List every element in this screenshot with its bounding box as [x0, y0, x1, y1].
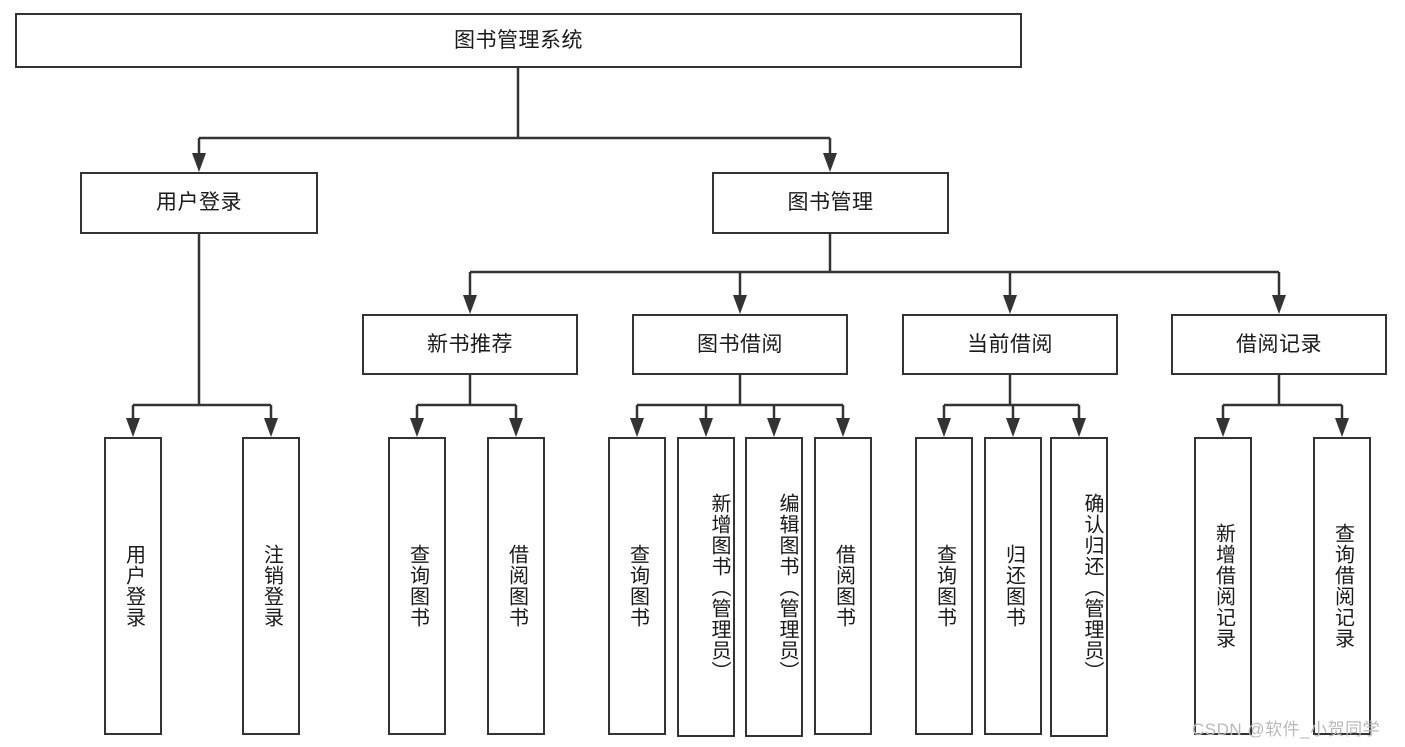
node-label: 查询图书 [626, 544, 649, 628]
arrowhead-icon [1003, 295, 1017, 314]
node-label: 借阅图书 [832, 544, 855, 628]
node-label: 注销登录 [260, 544, 283, 628]
arrowhead-icon [1072, 418, 1086, 437]
node-login[interactable]: 用户登录 [80, 172, 318, 234]
node-label: 新增图书（管理员） [708, 492, 730, 682]
node-leaf-borrow-book-1[interactable]: 借阅图书 [487, 437, 545, 735]
arrowhead-icon [1335, 418, 1349, 437]
arrowhead-icon [509, 418, 523, 437]
arrowhead-icon [733, 295, 747, 314]
arrowhead-icon [1216, 418, 1230, 437]
arrowhead-icon [823, 153, 837, 172]
node-label: 确认归还（管理员） [1081, 492, 1103, 682]
node-label: 图书借阅 [697, 332, 783, 356]
node-leaf-add-record[interactable]: 新增借阅记录 [1194, 437, 1252, 735]
node-leaf-confirm-return[interactable]: 确认归还（管理员） [1050, 437, 1108, 737]
node-leaf-query-record[interactable]: 查询借阅记录 [1313, 437, 1371, 735]
arrowhead-icon [630, 418, 644, 437]
node-label: 当前借阅 [967, 332, 1053, 356]
arrowhead-icon [126, 418, 140, 437]
node-leaf-add-book[interactable]: 新增图书（管理员） [677, 437, 735, 737]
node-leaf-return-book[interactable]: 归还图书 [984, 437, 1042, 735]
node-newbook[interactable]: 新书推荐 [362, 314, 578, 375]
node-label: 查询图书 [933, 544, 956, 628]
arrowhead-icon [192, 153, 206, 172]
node-label: 用户登录 [156, 191, 242, 215]
arrowhead-icon [463, 295, 477, 314]
node-bookmgmt[interactable]: 图书管理 [712, 172, 949, 234]
node-leaf-user-logout[interactable]: 注销登录 [242, 437, 300, 735]
node-leaf-query-book-1[interactable]: 查询图书 [388, 437, 446, 735]
node-root[interactable]: 图书管理系统 [15, 13, 1022, 68]
arrowhead-icon [1272, 295, 1286, 314]
node-leaf-query-book-2[interactable]: 查询图书 [608, 437, 666, 735]
node-label: 归还图书 [1002, 544, 1025, 628]
node-label: 新书推荐 [427, 332, 513, 356]
node-label: 编辑图书（管理员） [776, 492, 798, 682]
node-records[interactable]: 借阅记录 [1171, 314, 1387, 375]
node-leaf-user-login[interactable]: 用户登录 [104, 437, 162, 735]
node-label: 借阅图书 [505, 544, 528, 628]
node-label: 借阅记录 [1236, 332, 1322, 356]
arrowhead-icon [264, 418, 278, 437]
arrowhead-icon [1006, 418, 1020, 437]
node-current[interactable]: 当前借阅 [902, 314, 1118, 375]
arrowhead-icon [410, 418, 424, 437]
node-label: 图书管理系统 [454, 28, 583, 52]
node-leaf-edit-book[interactable]: 编辑图书（管理员） [745, 437, 803, 737]
arrowhead-icon [836, 418, 850, 437]
node-leaf-borrow-book-2[interactable]: 借阅图书 [814, 437, 872, 735]
node-label: 用户登录 [122, 544, 145, 628]
arrowhead-icon [937, 418, 951, 437]
node-label: 查询图书 [406, 544, 429, 628]
node-label: 新增借阅记录 [1212, 523, 1235, 649]
node-leaf-query-book-3[interactable]: 查询图书 [915, 437, 973, 735]
node-label: 图书管理 [787, 191, 874, 215]
arrowhead-icon [767, 418, 781, 437]
arrowhead-icon [699, 418, 713, 437]
node-borrow[interactable]: 图书借阅 [632, 314, 848, 375]
node-label: 查询借阅记录 [1331, 523, 1354, 649]
